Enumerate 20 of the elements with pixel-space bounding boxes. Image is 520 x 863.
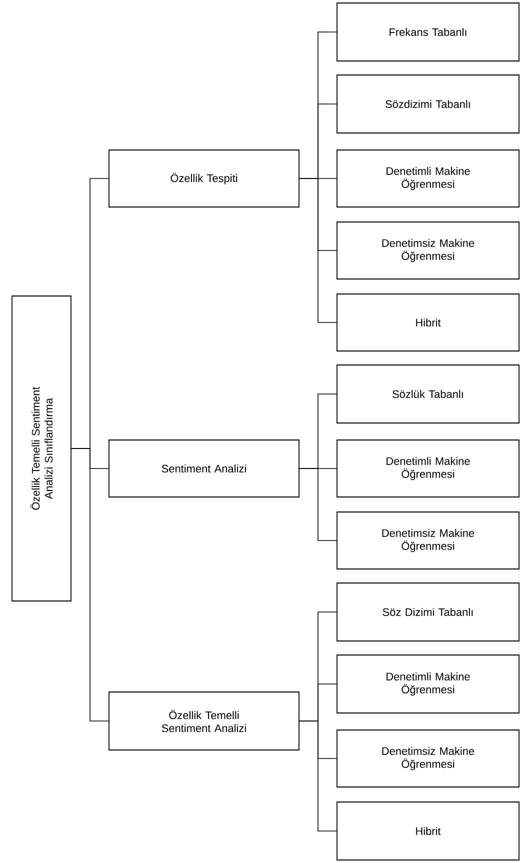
category-box: Özellik Temelli Sentiment Analizi bbox=[108, 692, 300, 750]
category-box: Özellik Tespiti bbox=[108, 150, 300, 208]
method-box: Sözdizimi Tabanlı bbox=[336, 74, 520, 134]
connector bbox=[299, 468, 337, 541]
connector bbox=[71, 448, 109, 722]
method-box: Denetimsiz Makine Öğrenmesi bbox=[336, 730, 520, 788]
connector bbox=[299, 178, 337, 323]
method-box: Frekans Tabanlı bbox=[336, 2, 520, 62]
method-box: Hibrit bbox=[336, 802, 520, 860]
method-box: Denetimsiz Makine Öğrenmesi bbox=[336, 512, 520, 570]
method-box: Denetimli Makine Öğrenmesi bbox=[336, 150, 520, 208]
method-box: Sözlük Tabanlı bbox=[336, 364, 520, 424]
method-box: Denetimsiz Makine Öğrenmesi bbox=[336, 222, 520, 280]
connector bbox=[299, 720, 337, 832]
category-box: Sentiment Analizi bbox=[108, 440, 300, 498]
method-box: Denetimli Makine Öğrenmesi bbox=[336, 654, 520, 714]
method-box: Söz Dizimi Tabanlı bbox=[336, 582, 520, 642]
method-box: Denetimli Makine Öğrenmesi bbox=[336, 440, 520, 498]
method-box: Hibrit bbox=[336, 294, 520, 352]
root-box: Özellik Temelli Sentiment Analizi Sınıflandırma bbox=[12, 296, 72, 602]
